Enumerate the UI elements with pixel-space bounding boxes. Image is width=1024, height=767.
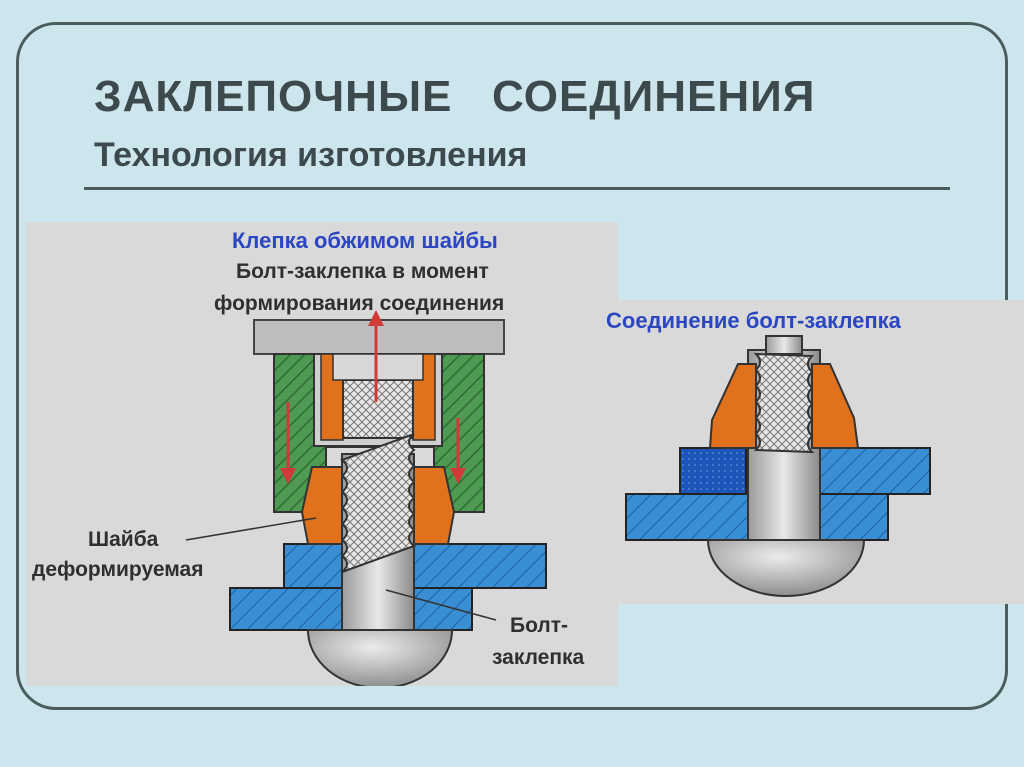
right-figure-panel: Соединение болт-заклепка: [590, 300, 1024, 604]
callout-bolt-1: Болт-: [510, 614, 569, 637]
joint-plate-upper-dark: [679, 447, 747, 495]
deformed-washer-right: [413, 466, 456, 545]
joint-rivet-head: [706, 539, 866, 597]
bolt-rivet-joint-diagram: [625, 335, 931, 597]
joint-collar-left: [708, 363, 757, 449]
left-subheading-1: Болт-заклепка в момент: [236, 260, 489, 283]
rivet-head: [306, 629, 454, 686]
callout-washer-1: Шайба: [88, 528, 159, 551]
joint-pin-tip: [765, 335, 803, 355]
leader-washer: [185, 517, 317, 541]
joint-rivet-thread: [753, 352, 815, 454]
joint-collar-right: [811, 363, 860, 449]
leader-bolt: [385, 589, 497, 621]
callout-washer-2: деформируемая: [32, 558, 204, 581]
deformed-washer-left: [300, 466, 343, 545]
left-figure-panel: Клепка обжимом шайбы Болт-заклепка в мом…: [26, 222, 618, 686]
slide-subtitle: Технология изготовления: [94, 136, 528, 174]
right-heading: Соединение болт-заклепка: [606, 308, 901, 333]
rivet-thread: [339, 433, 417, 573]
tool-anvil: [342, 379, 414, 439]
callout-bolt-2: заклепка: [492, 646, 585, 669]
left-heading: Клепка обжимом шайбы: [232, 228, 498, 253]
swaging-diagram: [185, 310, 547, 686]
slide-title: ЗАКЛЕПОЧНЫЕ СОЕДИНЕНИЯ: [94, 72, 816, 121]
title-divider: [84, 187, 950, 190]
left-subheading-2: формирования соединения: [214, 292, 505, 315]
